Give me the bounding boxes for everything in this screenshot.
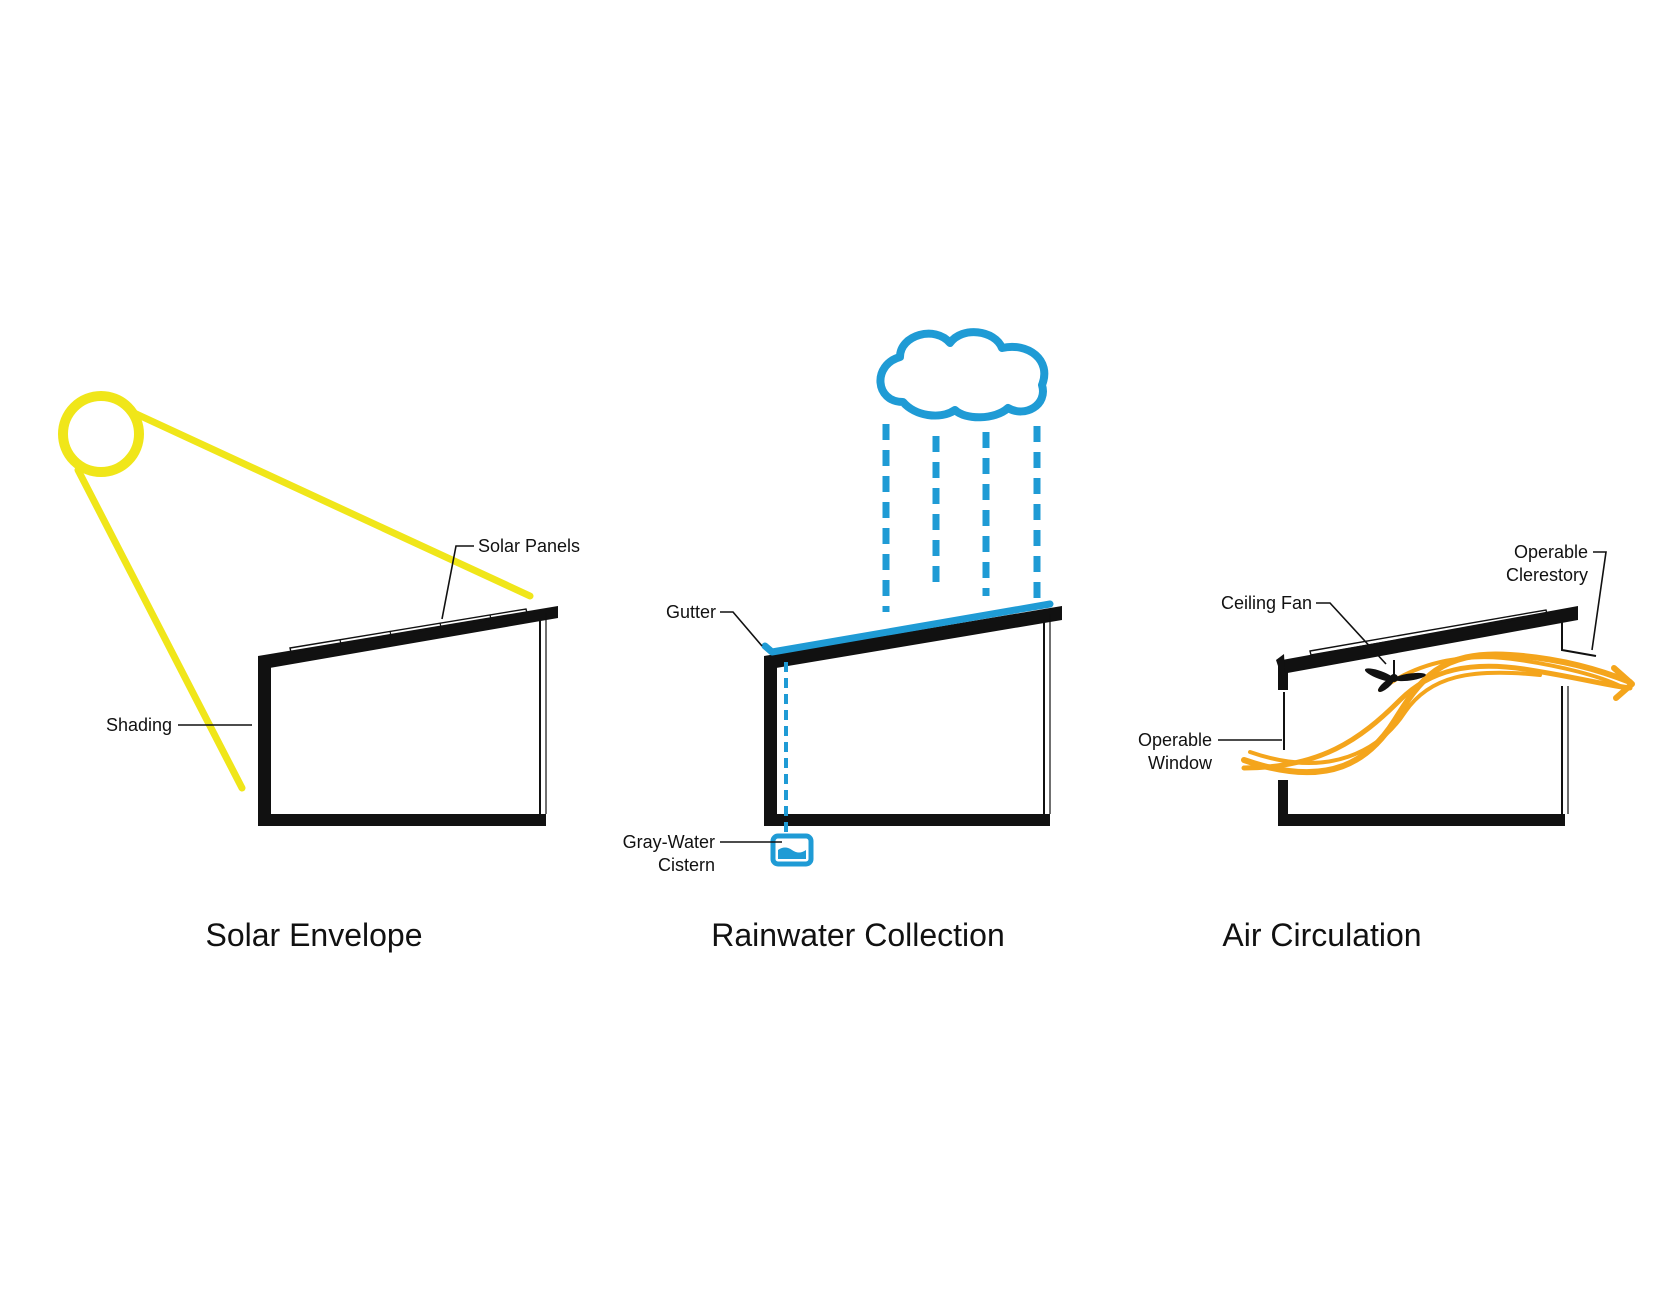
sun-ray-lower (74, 466, 246, 792)
solar-panels-icon (289, 608, 528, 653)
air-house-eave (1276, 654, 1286, 690)
rainwater-house (764, 606, 1062, 826)
ceiling-fan-hub (1390, 674, 1398, 682)
rainwater-house-floor (764, 814, 1050, 826)
air-circulation-title: Air Circulation (1222, 917, 1421, 953)
ceiling-fan-icon (1364, 660, 1426, 692)
window-label-line2: Window (1148, 753, 1213, 773)
airflow-arrowhead (1611, 665, 1635, 701)
solar-envelope-title: Solar Envelope (205, 917, 422, 953)
air-roof-panels (1309, 609, 1548, 656)
ceiling-fan-blade (1364, 668, 1396, 682)
solar-panel-divider (439, 622, 442, 628)
solar-panels-label: Solar Panels (478, 536, 580, 556)
gutter-leader (720, 611, 763, 647)
rainwater-panel: Gutter Gray-Water Cistern Rainwater Coll… (623, 328, 1062, 953)
air-house-left-wall-lower (1278, 780, 1288, 826)
rain-icon (882, 424, 1041, 612)
ceiling-fan-blade (1394, 672, 1426, 682)
solar-house-roof (258, 606, 558, 670)
ceiling-fan-label: Ceiling Fan (1221, 593, 1312, 613)
air-house-roof (1282, 606, 1578, 674)
cistern-tank (770, 833, 814, 867)
ceiling-fan-blade (1378, 678, 1394, 692)
air-circulation-panel: Operable Clerestory Ceiling Fan Operable… (1138, 542, 1635, 953)
window-label-line1: Operable (1138, 730, 1212, 750)
rainwater-house-roof (764, 606, 1062, 670)
solar-panels-leader (441, 545, 474, 620)
sun-icon (58, 391, 144, 477)
cistern-label-line2: Cistern (658, 855, 715, 875)
shading-label: Shading (106, 715, 172, 735)
solar-panel-divider (389, 630, 392, 637)
solar-house-floor (258, 814, 546, 826)
clerestory-label-line1: Operable (1514, 542, 1588, 562)
solar-panel-divider (489, 614, 492, 620)
airflow-stream (1248, 670, 1542, 765)
solar-house-left-wall (258, 656, 271, 826)
air-house (1276, 606, 1597, 826)
gutter-label: Gutter (666, 602, 716, 622)
airflow-stream (1378, 655, 1622, 692)
gutter-icon (761, 600, 1054, 656)
cistern-icon (770, 833, 814, 867)
clerestory-leader (1591, 551, 1607, 651)
operable-clerestory-icon (1561, 620, 1597, 657)
rainwater-house-left-wall (764, 656, 777, 826)
air-house-floor (1278, 814, 1565, 826)
solar-envelope-panel: Solar Panels Shading Solar Envelope (58, 391, 580, 953)
sun-ray-upper (128, 408, 534, 600)
solar-panel-divider (339, 639, 342, 645)
cistern-water (778, 847, 806, 859)
solar-house (258, 606, 558, 826)
sun-rays (74, 408, 534, 792)
cistern-label-line1: Gray-Water (623, 832, 715, 852)
airflow-stream (1241, 663, 1633, 771)
rainwater-title: Rainwater Collection (711, 917, 1004, 953)
airflow-arrow-icon (1241, 651, 1635, 776)
cloud-icon (876, 328, 1049, 422)
ceiling-fan-leader (1316, 602, 1387, 665)
clerestory-label-line2: Clerestory (1506, 565, 1588, 585)
